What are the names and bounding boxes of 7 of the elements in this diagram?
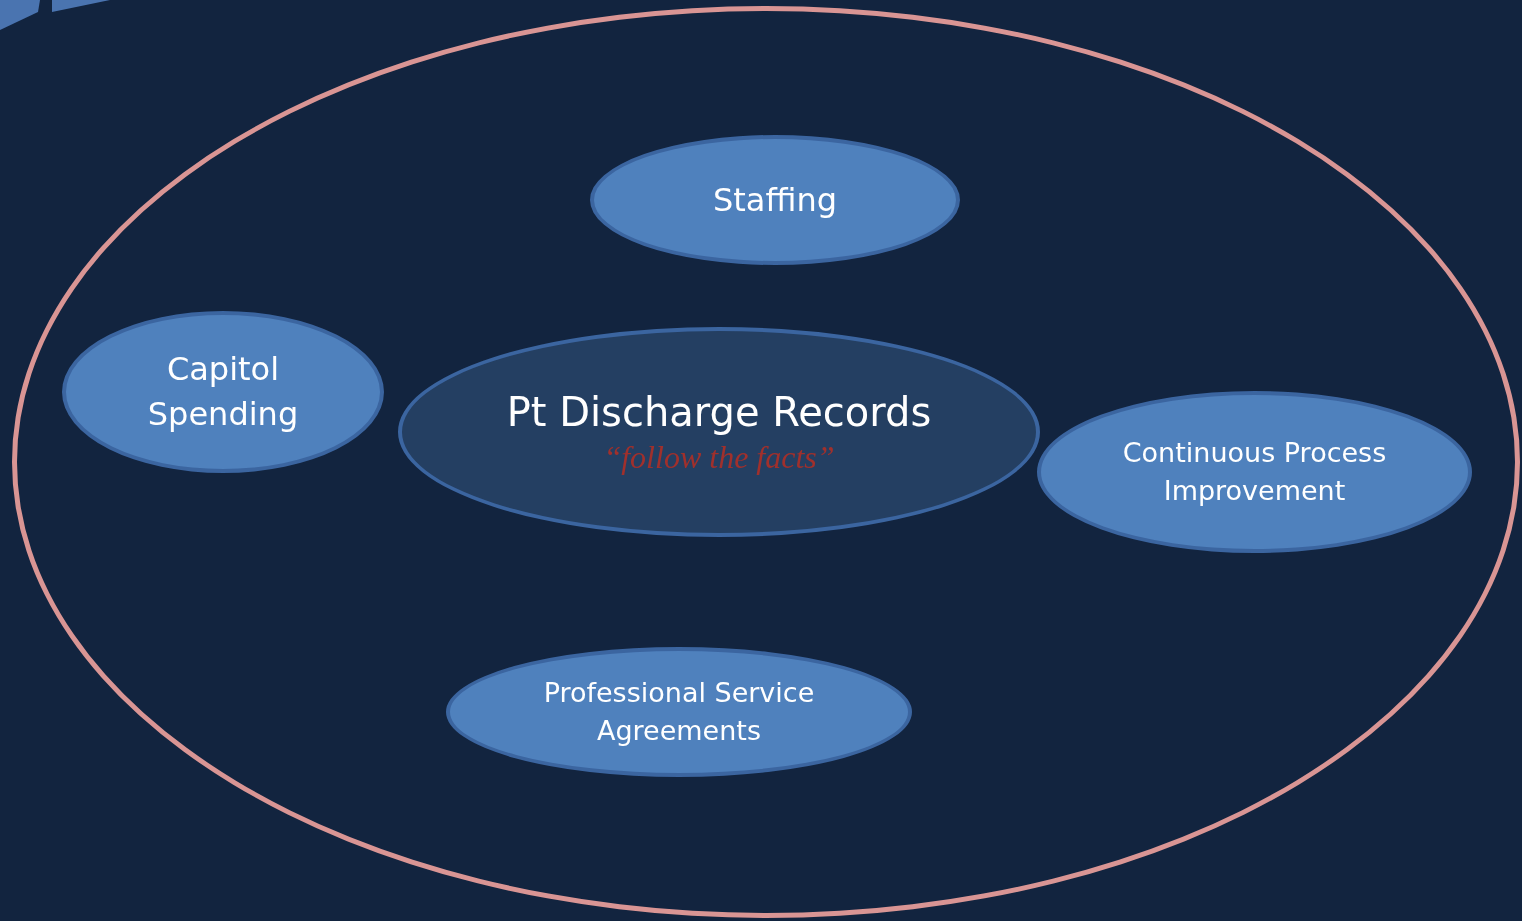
ellipse-label: Staffing: [712, 180, 838, 221]
ellipse-label: Professional Service Agreements: [542, 676, 816, 748]
ellipse-label: Pt Discharge Records: [505, 388, 933, 437]
ellipse-label: Continuous Process Improvement: [1121, 436, 1388, 508]
outer-ellipse: [12, 6, 1520, 918]
tagline: “follow the facts”: [603, 438, 835, 477]
ellipse-label: Capitol Spending: [146, 349, 300, 435]
